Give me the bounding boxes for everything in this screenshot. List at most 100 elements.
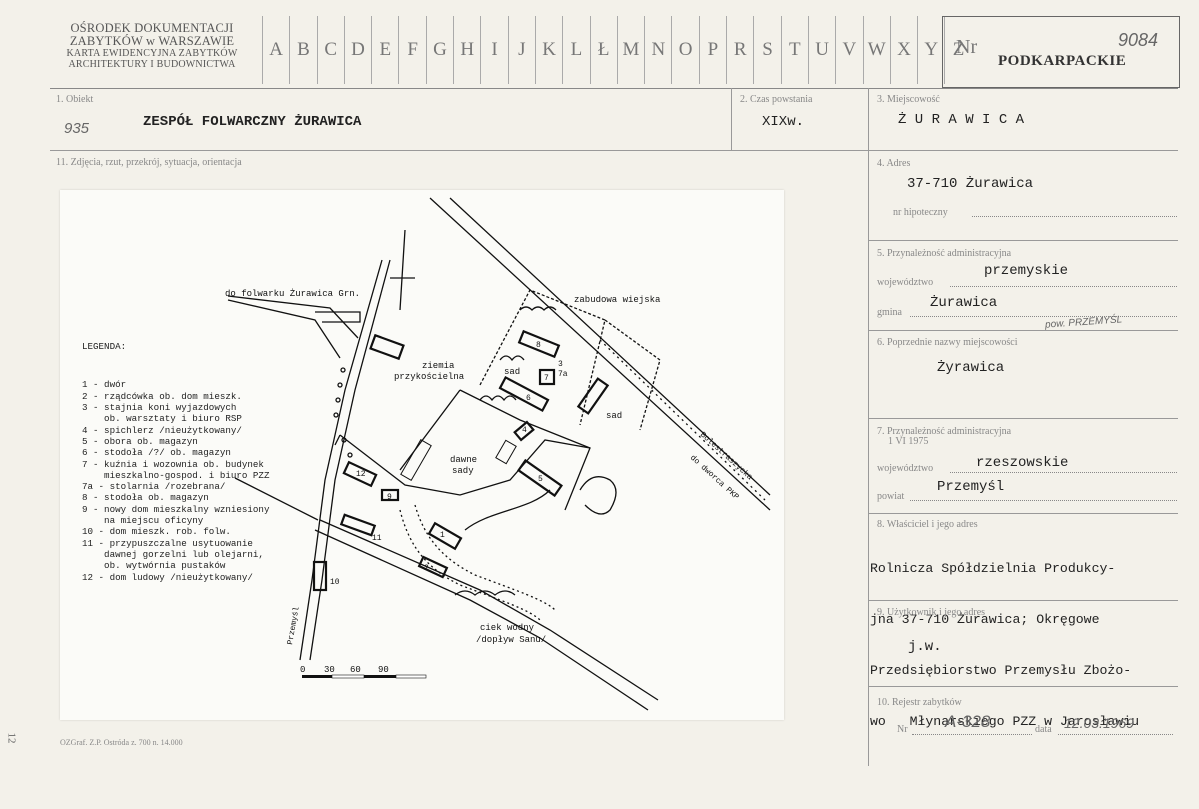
building-dawne: [400, 438, 432, 482]
legend-line-8: mieszkalno-gospod. i biuro PZZ: [82, 469, 270, 481]
label-ciek-2: /dopływ Sanu/: [476, 635, 546, 645]
legend-line-11: 9 - nowy dom mieszkalny wzniesiony: [82, 503, 270, 515]
letter-25: Z: [944, 16, 971, 84]
woj-label: województwo: [877, 277, 934, 288]
building-6: [498, 375, 550, 413]
bnum-3: 3: [558, 360, 563, 369]
legend-line-17: 12 - dom ludowy /nieużytkowany/: [82, 571, 253, 583]
legend-line-5: 5 - obora ob. magazyn: [82, 435, 198, 447]
building-1: [427, 521, 463, 551]
hipoteczny-label: nr hipoteczny: [893, 207, 948, 218]
zdjecia-label: 11. Zdjęcia, rzut, przekrój, sytuacja, o…: [56, 157, 242, 168]
bnum-6: 6: [526, 394, 531, 403]
woj2-value: rzeszowskie: [976, 455, 1069, 471]
label-dawne-2: sady: [452, 466, 474, 476]
number-box: [942, 16, 1180, 88]
legend-line-0: 1 - dwór: [82, 379, 127, 391]
building-church: [369, 333, 405, 361]
letter-22: W: [862, 16, 890, 84]
legend-line-2: 3 - stajnia koni wyjazdowych: [82, 402, 237, 414]
letter-4: E: [371, 16, 398, 84]
letter-2: C: [316, 16, 344, 84]
trees-1: [519, 306, 557, 311]
bnum-9: 9: [387, 493, 392, 502]
label-ciek-1: ciek wodny: [480, 623, 535, 633]
legend-line-10: 8 - stodoła ob. magazyn: [82, 492, 209, 504]
label-ziemia-1: ziemia: [422, 361, 455, 371]
building-11: [339, 513, 377, 537]
label-folwark: do folwarku Żurawica Grn.: [225, 288, 360, 299]
building-5: [517, 458, 563, 498]
bnum-7a: 7a: [558, 370, 568, 379]
path-inner: [464, 489, 551, 531]
powiat-dots: [910, 500, 1177, 501]
trees-3: [479, 395, 517, 402]
miejscowosc-label: 3. Miejscowość: [877, 94, 940, 105]
region-stamp: PODKARPACKIE: [998, 53, 1127, 69]
road-trees: [333, 367, 353, 458]
boundary-1: [339, 434, 591, 496]
road-bolestr-1: [429, 197, 771, 511]
wlasciciel-line-3: Przedsiębiorstwo Przemysłu Zbożo-: [870, 663, 1132, 678]
bnum-8: 8: [536, 341, 541, 350]
road-junction: [315, 311, 361, 323]
building-9: [380, 488, 400, 502]
letter-9: J: [507, 16, 535, 84]
rejestr-data-value: 12.03.1969: [1064, 715, 1135, 731]
north-arrow-line: [399, 229, 406, 311]
rejestr-data-dots: [1058, 734, 1173, 735]
letter-1: B: [289, 16, 316, 84]
hipoteczny-dots: [972, 216, 1177, 217]
woj-dots: [950, 286, 1177, 287]
legend-line-12: na miejscu oficyny: [82, 515, 204, 527]
nr-label: Nr: [956, 36, 978, 58]
scale-30: 30: [324, 665, 335, 675]
legend-line-7: 7 - kuźnia i wozownia ob. budynek: [82, 458, 264, 470]
legend-line-3: ob. warsztaty i biuro RSP: [82, 413, 242, 425]
wlasciciel-value: Rolnicza Spółdzielnia Produkcy- jna 37-7…: [870, 526, 1139, 764]
bnum-7: 7: [544, 374, 549, 383]
label-ziemia-2: przykościelna: [394, 372, 465, 382]
boundary-sad-2: [604, 319, 661, 431]
row1-divider: [50, 150, 1178, 151]
legend-title: LEGENDA:: [82, 340, 127, 352]
legend-line-15: dawnej gorzelni lub olejarni,: [82, 548, 264, 560]
letter-7: H: [453, 16, 480, 84]
uzytkownik-value: j.w.: [908, 639, 942, 655]
trees-5: [454, 590, 516, 596]
boundary-sad: [479, 289, 606, 426]
legend-line-6: 6 - stodoła /?/ ob. magazyn: [82, 447, 231, 459]
wlasciciel-label: 8. Właściciel i jego adres: [877, 519, 978, 530]
poprzednie-label: 6. Poprzednie nazwy miejscowości: [877, 337, 1018, 348]
obiekt-value: ZESPÓŁ FOLWARCZNY ŻURAWICA: [143, 114, 362, 130]
building-small: [495, 439, 517, 465]
bnum-11: 11: [372, 534, 382, 543]
label-sad-1: sad: [504, 367, 520, 377]
bnum-5: 5: [538, 475, 543, 484]
divider-1975: [868, 513, 1178, 514]
letter-15: O: [671, 16, 698, 84]
gmina-dots: [910, 316, 1177, 317]
card-line-2: ARCHITEKTURY I BUDOWNICTWA: [68, 59, 236, 70]
adres-value: 37-710 Żurawica: [907, 176, 1034, 192]
road-folwark-1: [227, 295, 359, 339]
powiat-value: Przemyśl: [937, 479, 1005, 495]
letter-13: M: [616, 16, 644, 84]
scale-60: 60: [350, 665, 361, 675]
rejestr-nr-dots: [912, 734, 1032, 735]
col-divider-1: [731, 88, 732, 150]
org-line-2: ZABYTKÓW w WARSZAWIE: [69, 34, 235, 48]
road-west-2: [299, 259, 383, 661]
scale-90: 90: [378, 665, 389, 675]
letter-10: K: [534, 16, 562, 84]
woj2-dots: [950, 472, 1177, 473]
scale-bar: 0 30 60 90: [300, 665, 427, 679]
woj2-label: województwo: [877, 463, 934, 474]
road-folwark-2: [227, 299, 341, 359]
stream-2: [414, 504, 556, 611]
letter-17: R: [726, 16, 753, 84]
bnum-1: 1: [440, 531, 445, 540]
